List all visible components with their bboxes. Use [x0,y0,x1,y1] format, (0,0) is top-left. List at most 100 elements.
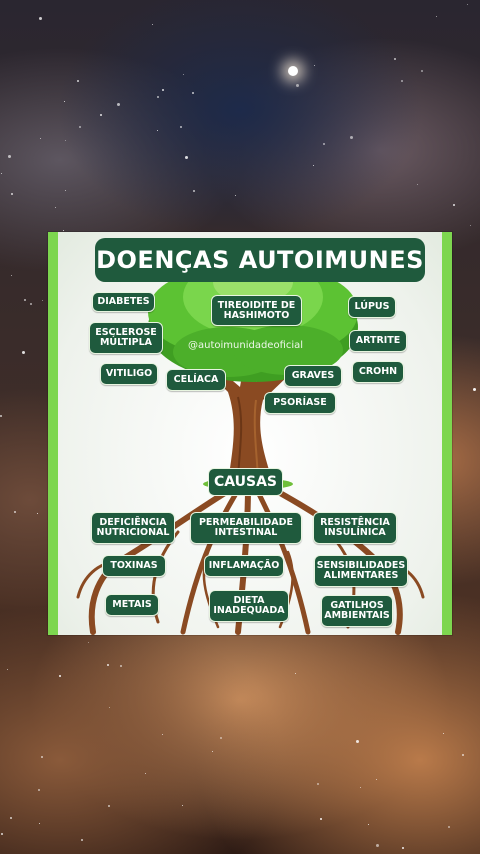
star [1,833,3,835]
cause-tag-resistencia-insulinica: RESISTÊNCIA INSULÍNICA [313,512,397,544]
star [350,136,353,139]
star [157,130,158,131]
star [24,299,26,301]
star [401,80,403,82]
star [183,74,184,75]
infographic-card: DOENÇAS AUTOIMUNES @autoimunidadeoficial… [48,232,452,635]
star [59,675,61,677]
star [368,824,369,825]
star [37,513,38,514]
star [152,24,153,25]
star [193,190,195,192]
star [79,126,81,128]
star [192,92,194,94]
star [88,642,89,643]
trunk [208,352,290,482]
star [453,204,455,206]
star [11,275,12,276]
star [356,740,359,743]
bright-star [288,66,298,76]
causes-heading: CAUSAS [208,468,283,496]
star [314,65,315,66]
star [157,96,159,98]
star [320,818,322,820]
star [7,669,8,670]
disease-tag-artrite: ARTRITE [349,330,407,352]
star [323,143,325,145]
page-title: DOENÇAS AUTOIMUNES [96,246,424,274]
disease-tag-hashimoto: TIREOIDITE DE HASHIMOTO [211,295,302,326]
star [317,783,319,785]
star [41,756,43,758]
star [1,173,2,174]
star [470,225,471,226]
star [55,207,56,208]
star [39,17,42,20]
star [109,707,110,708]
star [120,665,122,667]
infographic-canvas: DOENÇAS AUTOIMUNES @autoimunidadeoficial… [58,232,442,635]
star [38,789,40,791]
disease-tag-graves: GRAVES [284,365,342,387]
star [235,195,236,196]
star [40,138,41,139]
star [220,737,222,739]
star [63,230,64,231]
star [100,114,102,116]
disease-tag-esclerose-multipla: ESCLEROSE MÚLTIPLA [89,322,163,354]
star [462,754,464,756]
star [313,165,314,166]
star [65,140,66,141]
star [212,751,213,752]
star [77,80,79,82]
star [421,70,423,72]
star [117,103,120,106]
star [10,817,12,819]
star [39,823,40,824]
star [65,190,66,191]
star [376,844,379,847]
star [107,664,109,666]
star [296,84,299,87]
star [360,787,361,788]
star [394,58,396,60]
star [473,388,476,391]
cause-tag-toxinas: TOXINAS [102,555,166,577]
cause-tag-deficiencia-nutricional: DEFICIÊNCIA NUTRICIONAL [91,512,175,544]
cause-tag-inflamacao: INFLAMAÇÃO [204,555,284,577]
star [145,773,146,774]
cause-tag-permeabilidade-intestinal: PERMEABILIDADE INTESTINAL [190,512,302,544]
star [30,303,32,305]
star [443,733,444,734]
star [108,805,110,807]
star [42,300,43,301]
star [467,4,468,5]
star [295,673,296,674]
star [182,805,183,806]
star [162,734,163,735]
star [376,779,377,780]
star [180,126,182,128]
star [185,156,188,159]
star [14,511,16,513]
cause-tag-gatilhos-ambientais: GATILHOS AMBIENTAIS [321,595,393,627]
star [81,839,83,841]
cause-tag-metais: METAIS [105,594,159,616]
disease-tag-celiaca: CELÍACA [166,369,226,391]
star [448,826,450,828]
disease-tag-diabetes: DIABETES [92,292,155,312]
star [162,89,164,91]
disease-tag-lupus: LÚPUS [348,296,396,318]
disease-tag-psoriase: PSORÍASE [264,392,336,414]
star [417,184,418,185]
watermark-handle: @autoimunidadeoficial [188,340,304,351]
disease-tag-vitiligo: VITILIGO [100,363,158,385]
disease-tag-crohn: CROHN [352,361,404,383]
star [0,415,2,417]
star [8,155,11,158]
star [436,16,437,17]
cause-tag-sensibilidades-alimentares: SENSIBILIDADES ALIMENTARES [314,555,408,587]
star [402,847,404,849]
star [22,351,25,354]
cause-tag-dieta-inadequada: DIETA INADEQUADA [209,590,289,622]
